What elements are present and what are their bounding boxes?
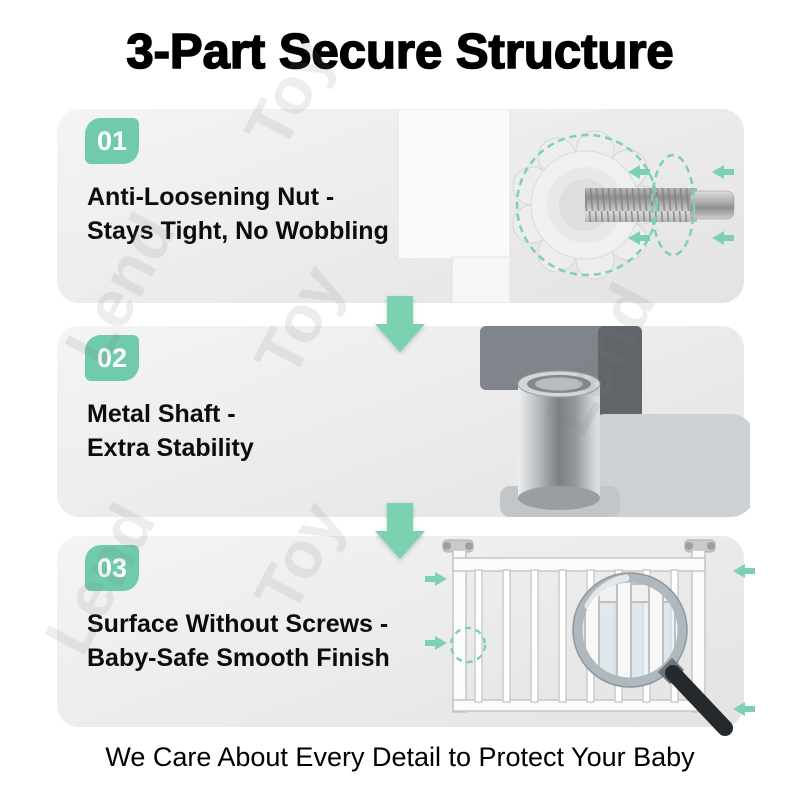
panel-title-line: Anti-Loosening Nut - <box>87 183 335 211</box>
step-badge-02: 02 <box>85 335 139 381</box>
down-arrow-icon <box>375 296 425 352</box>
panel-title-line: Extra Stability <box>87 433 254 462</box>
anti-loosening-nut-illustration <box>390 108 745 304</box>
panel-02-text: Metal Shaft - Extra Stability <box>87 398 254 466</box>
panel-03-text: Surface Without Screws - Baby-Safe Smoot… <box>87 608 390 676</box>
gate-drawing <box>425 539 755 736</box>
panel-01-text: Anti-Loosening Nut - Stays Tight, No Wob… <box>87 181 389 249</box>
step-badge-01: 01 <box>85 118 139 164</box>
nut-bolt-drawing <box>397 108 735 304</box>
footer-tagline: We Care About Every Detail to Protect Yo… <box>105 742 695 772</box>
step-badge-03: 03 <box>85 545 139 591</box>
down-arrow-icon <box>375 503 425 559</box>
page-title: 3-Part Secure Structure <box>126 24 675 80</box>
panel-title-line: Surface Without Screws - <box>87 610 389 638</box>
metal-shaft-illustration <box>430 326 756 517</box>
panel-title-line: Baby-Safe Smooth Finish <box>87 643 390 672</box>
panel-title-line: Metal Shaft - <box>87 400 236 428</box>
magnifier-icon <box>572 572 733 736</box>
panel-title-line: Stays Tight, No Wobbling <box>87 216 389 245</box>
shaft-drawing <box>480 326 756 517</box>
baby-gate-illustration <box>425 532 755 737</box>
